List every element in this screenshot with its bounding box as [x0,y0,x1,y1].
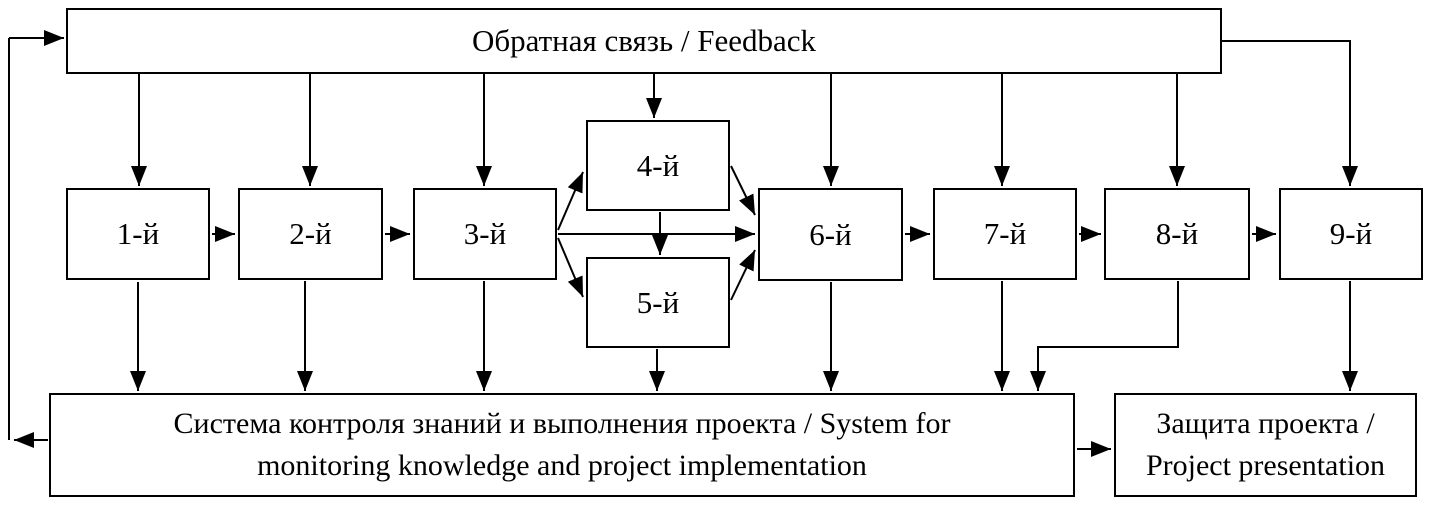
stage-box-7: 7-й [933,188,1077,280]
feedback-label: Обратная связь / Feedback [471,23,817,58]
stage-label: 6-й [809,216,852,252]
stage-label: 9-й [1329,216,1373,251]
system-label-line2: monitoring knowledge and project impleme… [257,449,867,482]
stage-label: 1-й [116,216,160,251]
stage-box-4: 4-й [586,120,730,211]
stage-label: 2-й [289,216,332,251]
system-label-line1: Система контроля знаний и выполнения про… [173,407,951,440]
feedback-loop-arrow [8,30,64,448]
stage-box-3: 3-й [413,188,557,280]
stage-label: 7-й [983,216,1027,251]
stage-label: 5-й [636,284,680,320]
stage-box-9: 9-й [1279,188,1423,280]
presentation-label-line1: Защита проекта / [1156,407,1375,440]
presentation-box: Защита проекта / Project presentation [1114,393,1417,497]
feedback-box: Обратная связь / Feedback [66,8,1222,74]
stage-box-1: 1-й [66,188,210,280]
presentation-label-line2: Project presentation [1145,449,1386,482]
stage-label: 8-й [1155,216,1199,251]
stage-box-8: 8-й [1104,188,1250,280]
stage-box-5: 5-й [586,257,730,348]
stage-label: 3-й [463,216,507,251]
stage-box-6: 6-й [758,188,903,281]
control-drop-arrows [130,281,1358,391]
stage-label: 4-й [636,147,680,183]
branch-arrows [557,165,756,301]
system-box: Система контроля знаний и выполнения про… [49,393,1075,497]
feedback-drop-arrows [131,40,1358,186]
stage-box-2: 2-й [238,188,383,280]
